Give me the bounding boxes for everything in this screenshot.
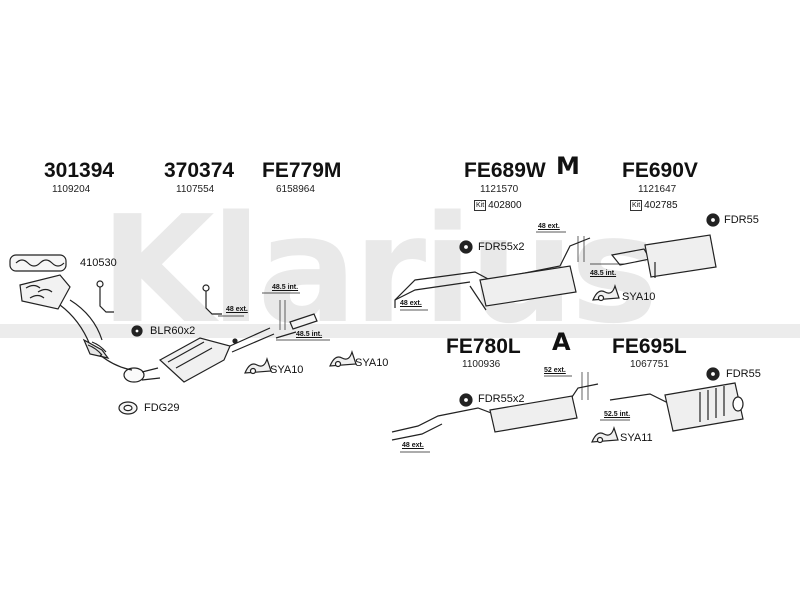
dimension-label: 48 ext. xyxy=(538,223,560,230)
exhaust-manifold xyxy=(9,254,110,359)
part-code-370374: 370374 xyxy=(164,159,235,182)
dimension-label: 48.5 int. xyxy=(272,284,299,291)
part-code-fe695l: FE695L xyxy=(612,335,687,358)
sya10-mount-icon-c xyxy=(592,284,620,302)
part-code-fe780l: FE780L xyxy=(446,335,521,358)
dimension-label: 48 ext. xyxy=(226,306,248,313)
sya11-mount-icon xyxy=(591,426,619,444)
label-sya11: SYA11 xyxy=(620,432,653,444)
kit-tag: Kit xyxy=(630,200,643,211)
part-code-301394: 301394 xyxy=(44,159,115,182)
part-number-fe690v: 1121647 xyxy=(638,184,677,195)
dimension-label: 52.5 int. xyxy=(604,411,631,418)
fe695l-rear-silencer xyxy=(609,382,744,432)
fdr55-ring-icon-top xyxy=(706,213,720,227)
kit-number-fe689w: Kit 402800 xyxy=(474,200,522,211)
dimension-label: 48 ext. xyxy=(400,300,422,307)
label-sya10-a: SYA10 xyxy=(270,364,304,376)
label-fdr55-top: FDR55 xyxy=(724,214,759,226)
part-number-fe689w: 1121570 xyxy=(480,184,519,195)
m-symbol-icon: M xyxy=(556,152,580,180)
fe690v-rear-silencer xyxy=(610,234,717,278)
label-fdr55-bottom: FDR55 xyxy=(726,368,761,380)
dimension-lines-bottom-right xyxy=(400,372,630,453)
label-blr60x2: BLR60x2 xyxy=(150,325,196,337)
connector-pipe xyxy=(275,313,318,339)
label-sya10-c: SYA10 xyxy=(622,291,656,303)
fdr55x2-ring-icon-top xyxy=(459,240,473,254)
part-code-fe689w: FE689W xyxy=(464,159,546,182)
blr-clamp-icon xyxy=(131,325,143,337)
label-fdr55x2-top: FDR55x2 xyxy=(478,241,525,253)
lambda-sensor-1 xyxy=(96,280,114,313)
part-number-fe779m: 6158964 xyxy=(276,184,315,195)
a-symbol-icon: A xyxy=(552,328,571,356)
sya10-mount-icon-b xyxy=(329,350,357,368)
catalytic-converter xyxy=(158,327,275,383)
part-code-fe690v: FE690V xyxy=(622,159,698,182)
label-fdr55x2-bottom: FDR55x2 xyxy=(478,393,525,405)
fdg29-gasket-icon xyxy=(118,401,138,415)
front-pipe xyxy=(99,354,161,383)
dimension-label: 48.5 int. xyxy=(590,270,617,277)
part-code-fe779m: FE779M xyxy=(262,159,342,182)
fe689w-middle-silencer xyxy=(394,237,591,311)
sya10-mount-icon-a xyxy=(244,357,272,375)
part-number-fe695l: 1067751 xyxy=(630,359,669,370)
dimension-label: 48.5 int. xyxy=(296,331,323,338)
dimension-label: 48 ext. xyxy=(402,442,424,449)
label-fdg29: FDG29 xyxy=(144,402,180,414)
dimension-label: 52 ext. xyxy=(544,367,566,374)
label-410530: 410530 xyxy=(80,257,117,269)
watermark-bar xyxy=(0,324,800,338)
part-number-370374: 1107554 xyxy=(176,184,215,195)
lambda-sensor-2 xyxy=(202,284,222,315)
kit-tag: Kit xyxy=(474,200,487,211)
part-number-301394: 1109204 xyxy=(52,184,91,195)
dimension-lines-top-right xyxy=(400,231,625,311)
kit-value: 402800 xyxy=(488,199,522,211)
kit-number-fe690v: Kit 402785 xyxy=(630,200,678,211)
dimension-lines-left xyxy=(218,292,330,341)
part-number-fe780l: 1100936 xyxy=(462,359,501,370)
label-sya10-b: SYA10 xyxy=(355,357,389,369)
kit-value: 402785 xyxy=(644,199,678,211)
fdr55-ring-icon-bottom xyxy=(706,367,720,381)
fdr55x2-ring-icon-bottom xyxy=(459,393,473,407)
fe780l-middle-silencer xyxy=(391,383,599,441)
